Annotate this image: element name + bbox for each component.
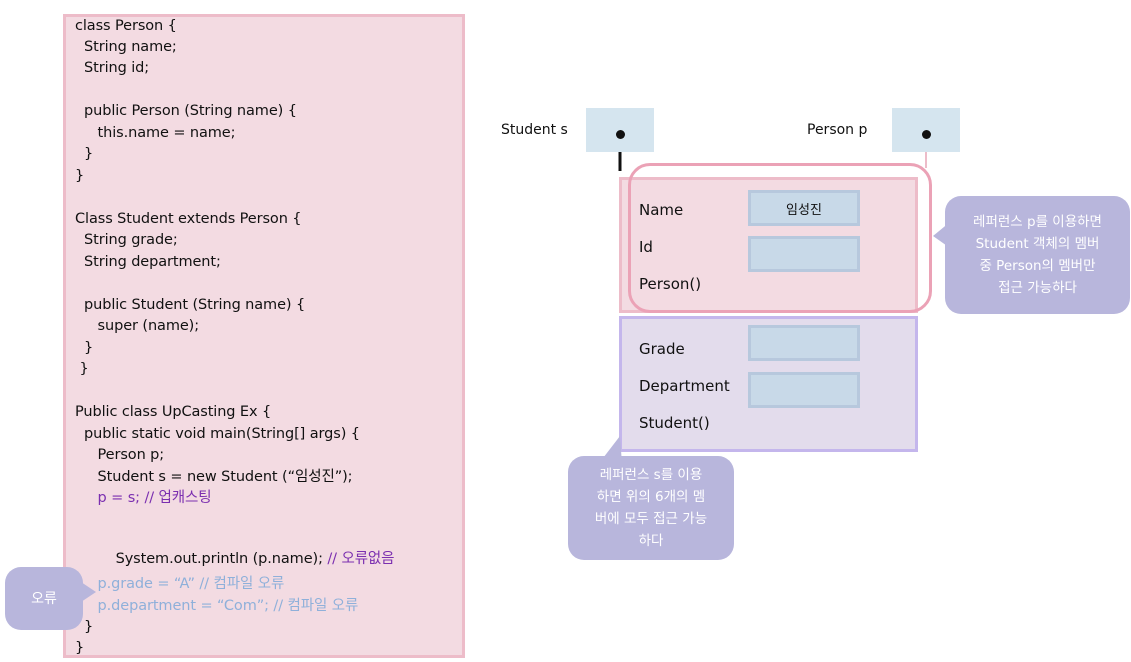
- bubble-s-line: 버에 모두 접근 가능: [594, 511, 708, 527]
- code-line: }: [75, 340, 94, 356]
- bubble-s-line: 레퍼런스 s를 이용: [599, 467, 703, 483]
- code-line: String id;: [75, 60, 150, 76]
- person-ref-label: Person p: [807, 122, 868, 138]
- name-value-box: 임성진: [748, 190, 860, 226]
- code-line: }: [75, 640, 85, 656]
- bubble-s: 레퍼런스 s를 이용 하면 위의 6개의 멤 버에 모두 접근 가능 하다: [568, 456, 734, 560]
- field-label-person-constructor: Person(): [639, 275, 702, 293]
- code-line: }: [75, 146, 94, 162]
- error-bubble-text: 오류: [31, 590, 57, 607]
- grade-value-box: [748, 325, 860, 361]
- code-line-println: System.out.println (p.name); // 오류없음: [75, 532, 395, 586]
- field-label-student-constructor: Student(): [639, 414, 710, 432]
- bubble-p-line: 중 Person의 멤버만: [979, 258, 1096, 274]
- field-label-grade: Grade: [639, 340, 685, 358]
- code-line: public static void main(String[] args) {: [75, 426, 360, 442]
- code-line-error: p.department = “Com”; // 컴파일 오류: [75, 598, 359, 614]
- id-value-box: [748, 236, 860, 272]
- bubble-p-line: 접근 가능하다: [998, 280, 1077, 296]
- person-ref-dot: [922, 130, 931, 139]
- bubble-s-line: 하다: [638, 533, 664, 549]
- code-panel: class Person { String name; String id; p…: [63, 14, 465, 658]
- bubble-s-line: 하면 위의 6개의 멤: [596, 489, 706, 505]
- bubble-p: 레퍼런스 p를 이용하면 Student 객체의 멤버 중 Person의 멤버…: [945, 196, 1130, 314]
- code-line: }: [75, 168, 85, 184]
- code-line: public Person (String name) {: [75, 103, 297, 119]
- name-value: 임성진: [786, 202, 822, 218]
- code-line: String name;: [75, 39, 177, 55]
- person-members-block: Name Id Person() 임성진: [619, 177, 918, 313]
- code-line: String department;: [75, 254, 221, 270]
- code-comment: // 오류없음: [327, 551, 395, 567]
- code-line-upcasting: p = s; // 업캐스팅: [75, 490, 212, 506]
- department-value-box: [748, 372, 860, 408]
- error-bubble: 오류: [5, 567, 83, 630]
- bubble-p-line: Student 객체의 멤버: [975, 236, 1100, 252]
- code-line: class Person {: [75, 18, 177, 34]
- code-line: String grade;: [75, 232, 178, 248]
- student-ref-label: Student s: [501, 122, 568, 138]
- code-line: this.name = name;: [75, 125, 236, 141]
- code-line: public Student (String name) {: [75, 297, 306, 313]
- code-line: Public class UpCasting Ex {: [75, 404, 272, 420]
- code-line: }: [75, 361, 89, 377]
- code-line: Person p;: [75, 447, 165, 463]
- code-text: System.out.println (p.name);: [93, 551, 328, 567]
- student-members-block: Grade Department Student(): [619, 316, 918, 452]
- bubble-p-line: 레퍼런스 p를 이용하면: [973, 214, 1102, 230]
- code-line: Student s = new Student (“임성진”);: [75, 469, 353, 485]
- field-label-department: Department: [639, 377, 730, 395]
- code-line-error: p.grade = “A” // 컴파일 오류: [75, 576, 285, 592]
- student-ref-dot: [616, 130, 625, 139]
- field-label-id: Id: [639, 238, 653, 256]
- person-ref-scope-outline: [628, 163, 932, 313]
- code-line: Class Student extends Person {: [75, 211, 302, 227]
- field-label-name: Name: [639, 201, 684, 219]
- code-line: }: [75, 619, 94, 635]
- code-line: super (name);: [75, 318, 200, 334]
